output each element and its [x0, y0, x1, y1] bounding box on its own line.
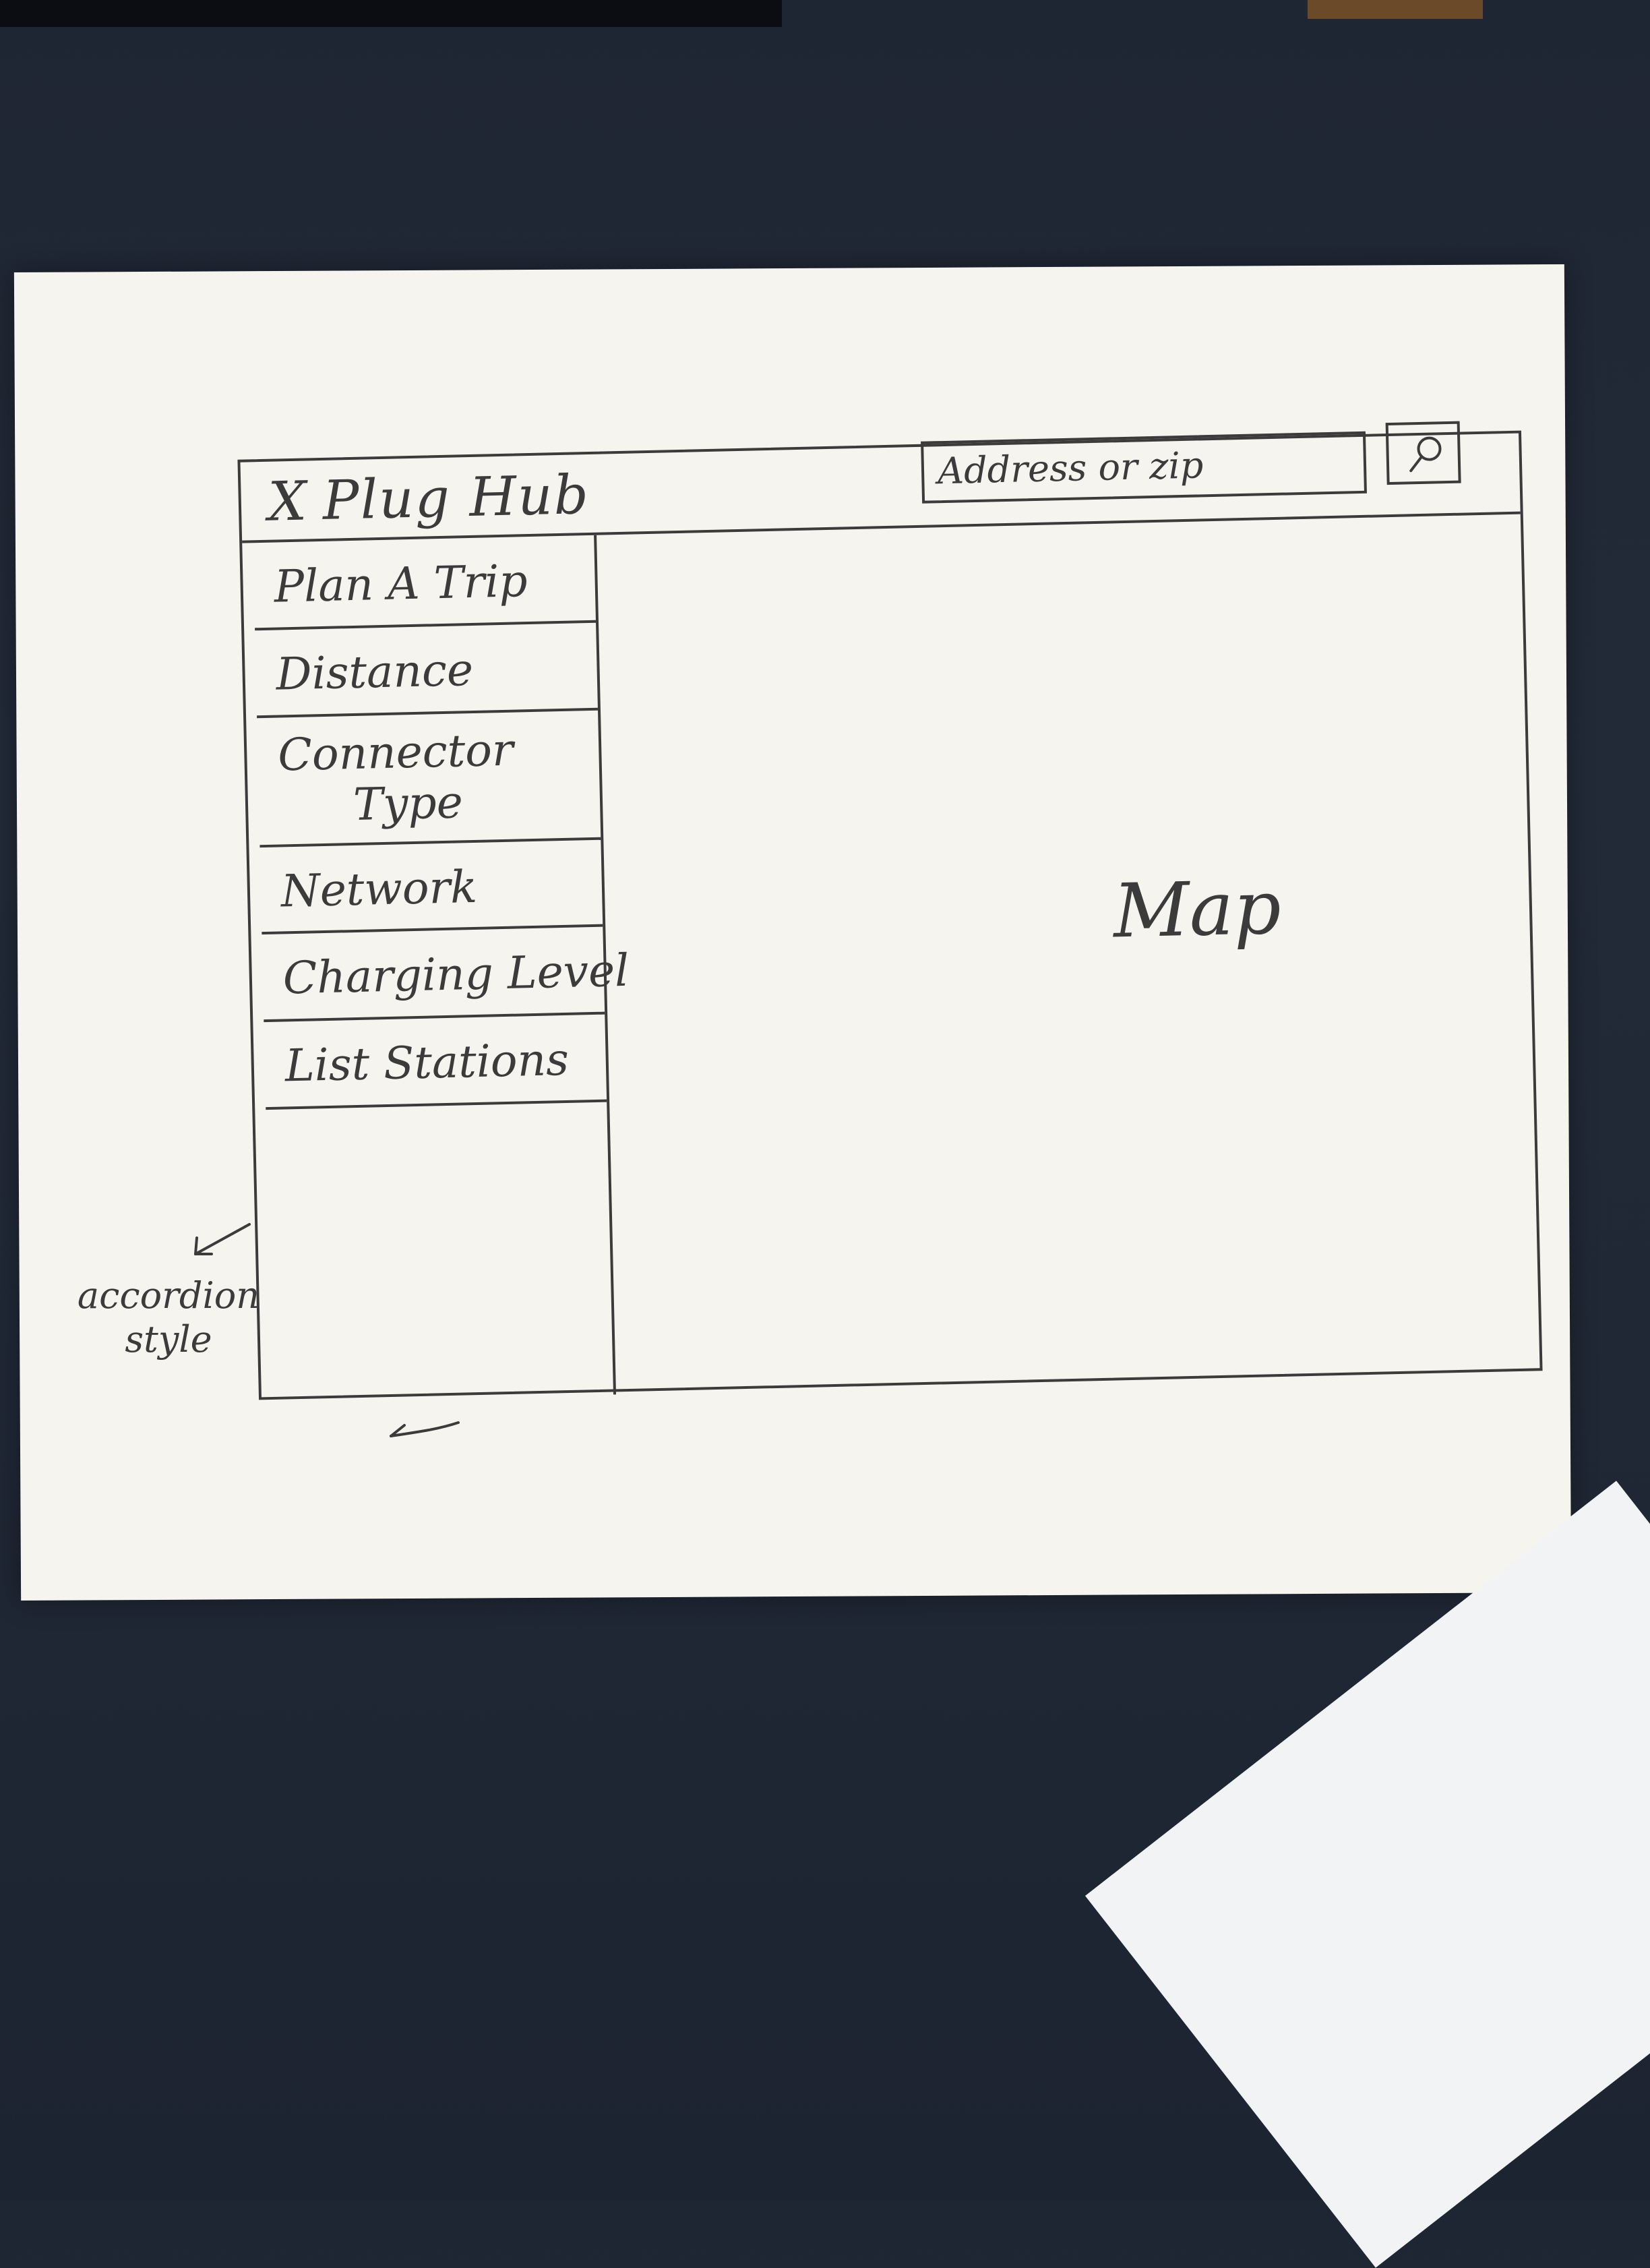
sidebar-item-list-stations[interactable]: List Stations	[264, 1014, 607, 1110]
sidebar-item-label: Charging Level	[282, 945, 630, 1005]
search-placeholder: Address or zip	[937, 444, 1204, 493]
sidebar-item-label: List Stations	[284, 1034, 570, 1092]
sidebar-item-label: Connector	[277, 723, 514, 781]
accordion-style-note: accordion style	[77, 1274, 260, 1361]
arrow-left-icon[interactable]	[377, 1409, 465, 1450]
map-area-label: Map	[1112, 864, 1282, 955]
search-button[interactable]	[1385, 421, 1461, 485]
sidebar-item-distance[interactable]: Distance	[255, 622, 598, 719]
search-icon	[1409, 436, 1442, 473]
sidebar-item-charging-level[interactable]: Charging Level	[262, 927, 630, 1023]
paper-fragment	[1085, 1481, 1650, 2268]
sidebar-item-network[interactable]: Network	[259, 839, 603, 935]
sidebar-item-label: Distance	[275, 643, 474, 700]
sidebar-item-connector-type[interactable]: Connector Type	[257, 710, 601, 847]
background-dark-strip	[0, 0, 782, 27]
arrow-icon	[194, 1223, 251, 1255]
sidebar-accordion: Plan A Trip Distance Connector Type Netw…	[253, 535, 630, 1402]
sidebar-item-plan-a-trip[interactable]: Plan A Trip	[253, 535, 597, 631]
sidebar-item-label-line2: Type	[353, 776, 464, 831]
close-icon[interactable]: X	[267, 469, 309, 533]
sidebar-item-label: Plan A Trip	[273, 555, 528, 613]
search-input[interactable]: Address or zip	[921, 431, 1367, 504]
app-title: Plug Hub	[322, 462, 590, 532]
background-warm-strip	[1308, 0, 1483, 19]
sidebar-item-label: Network	[280, 860, 478, 918]
